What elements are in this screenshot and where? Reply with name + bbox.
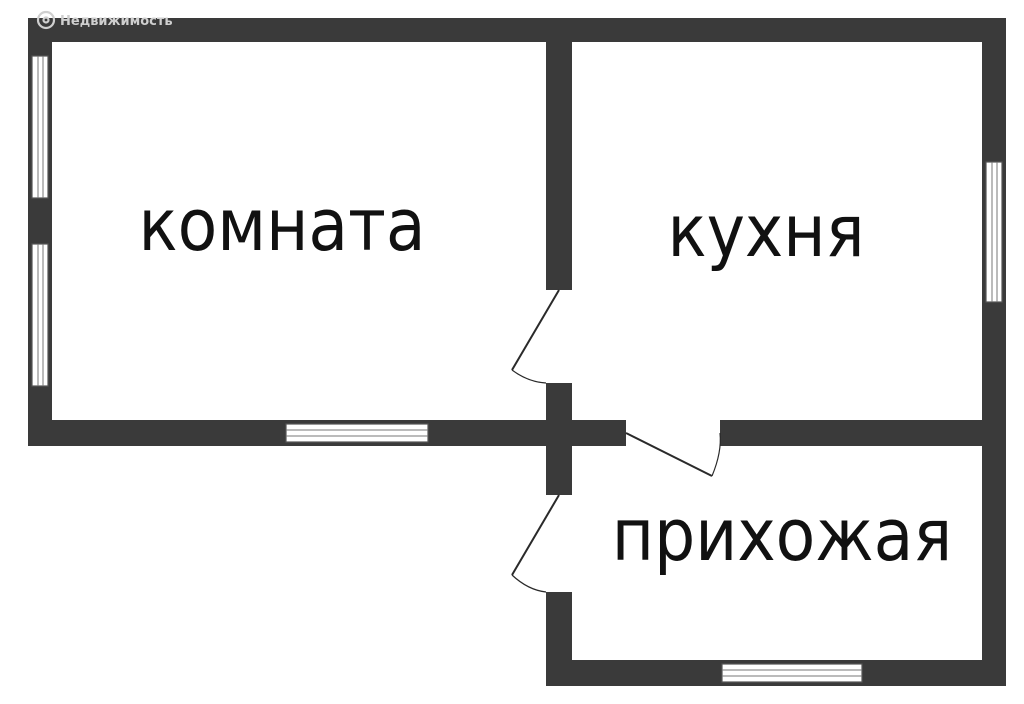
walls (28, 18, 1006, 686)
wall-corridor-stub (546, 420, 626, 446)
door-room-kitchen (511, 289, 560, 384)
door-entrance (511, 494, 560, 593)
windows (31, 55, 1003, 683)
wall-top (28, 18, 1006, 42)
window-left-lower (31, 243, 49, 387)
door-hall-kitchen (625, 432, 721, 477)
wall-kitchen-hall (720, 420, 1006, 446)
wall-middle-upper (546, 18, 572, 290)
window-room-bottom (285, 423, 429, 443)
window-left-upper (31, 55, 49, 199)
wall-right (982, 18, 1006, 686)
location-pin-icon (36, 10, 56, 30)
watermark: Недвижимость (36, 10, 173, 30)
room-label-prikhozhaya: прихожая (612, 493, 953, 577)
window-hall-bottom (721, 663, 863, 683)
room-label-komnata: комната (138, 183, 425, 267)
watermark-text: Недвижимость (60, 14, 173, 29)
window-kitchen-right (985, 161, 1003, 303)
doors (511, 289, 721, 593)
room-label-kukhnya: кухня (667, 189, 864, 273)
